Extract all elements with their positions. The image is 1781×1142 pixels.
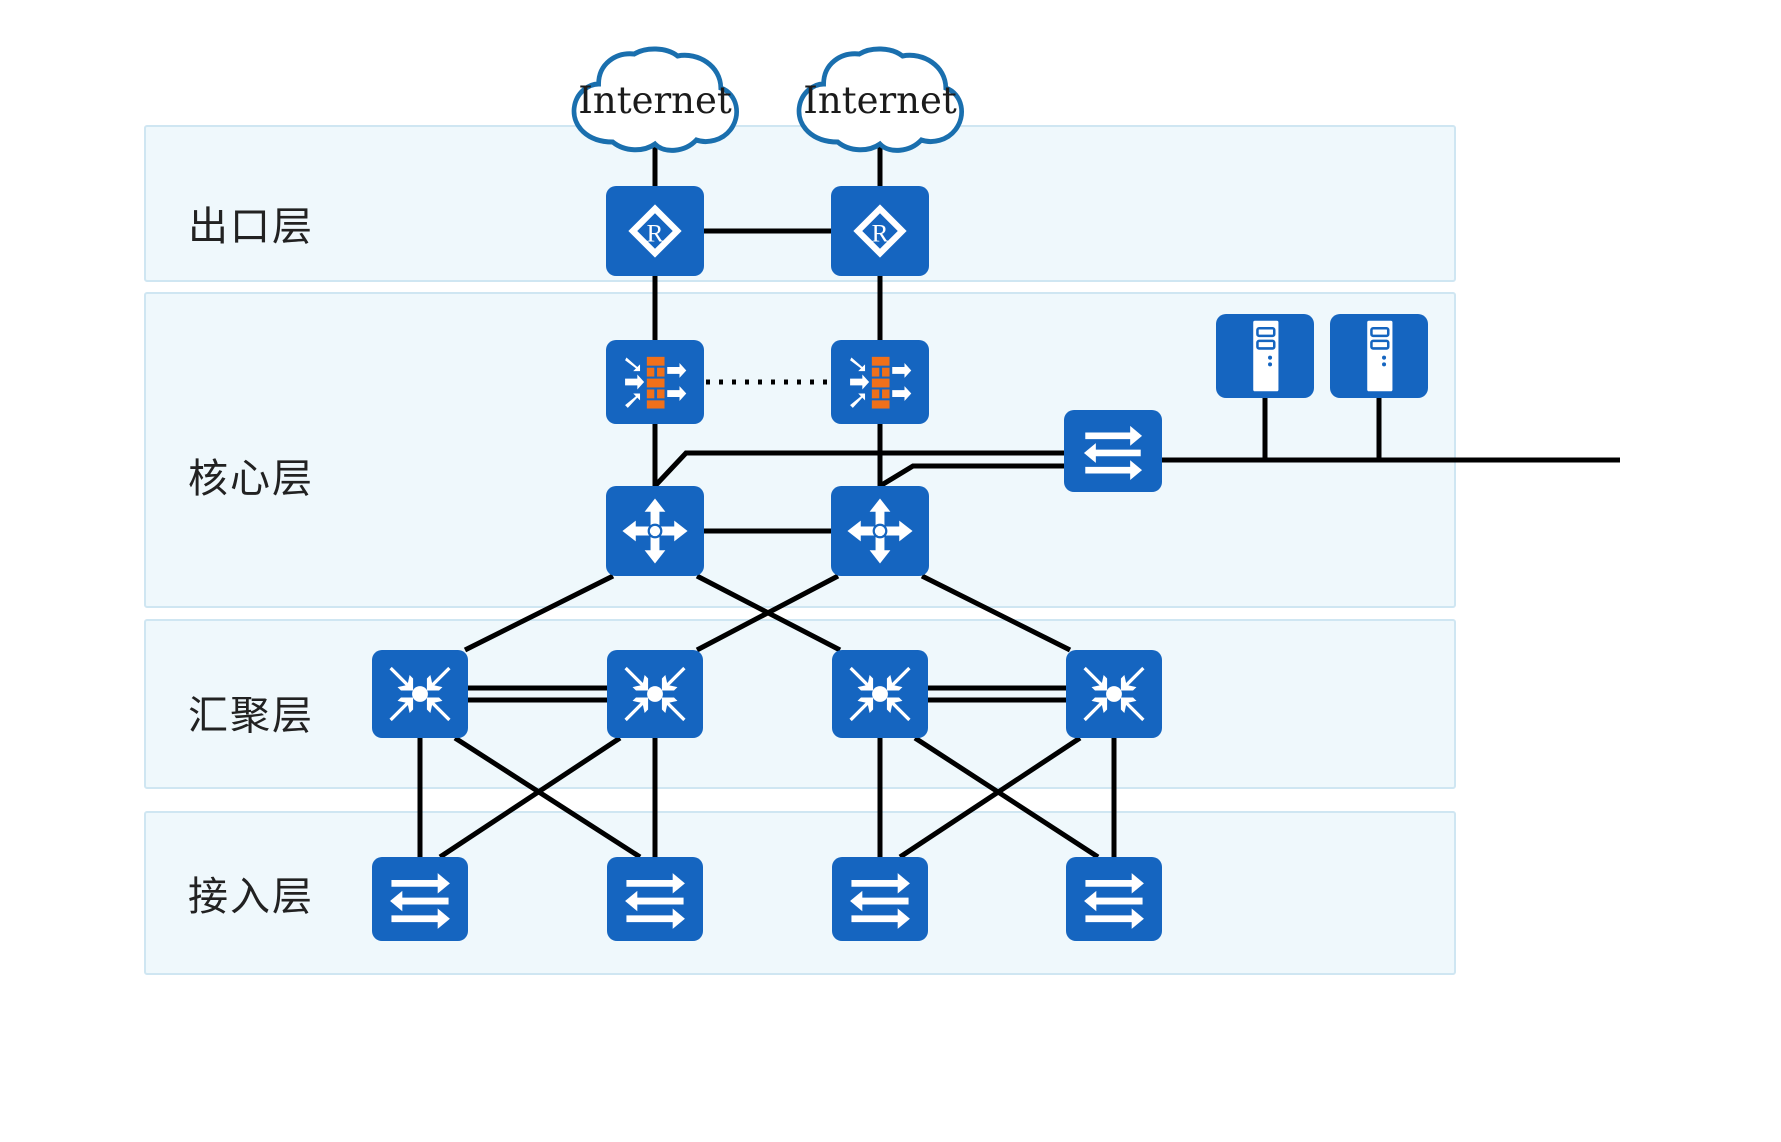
server-icon [1365, 319, 1394, 393]
device-router-2[interactable] [831, 186, 929, 276]
device-server-1[interactable] [1216, 314, 1314, 398]
device-firewall-2[interactable] [831, 340, 929, 424]
internet-cloud[interactable]: Internet [574, 49, 737, 150]
access-switch-icon [625, 873, 685, 929]
cloud-label: Internet [578, 79, 732, 122]
layer-band-aggregation [144, 619, 1456, 789]
device-agg-switch-1[interactable] [372, 650, 468, 738]
device-access-switch-2[interactable] [607, 857, 703, 941]
layer-label-egress: 出口层 [188, 204, 314, 250]
link-l-cs2-srvsw [878, 463, 1064, 489]
layer-label-access: 接入层 [188, 874, 314, 920]
link-l-cs1-srvsw [653, 450, 1064, 488]
cloud-label: Internet [803, 79, 957, 122]
link-l-agg4-acc3 [898, 735, 1082, 860]
layer-band-egress [144, 125, 1456, 282]
internet-clouds: Internet Internet [574, 49, 962, 150]
link-l-agg2-acc1 [438, 735, 622, 860]
link-lines [417, 146, 1620, 860]
device-core-switch-1[interactable] [606, 486, 704, 576]
link-l-cs2-agg4 [920, 573, 1072, 653]
device-access-switch-3[interactable] [832, 857, 928, 941]
access-switch-icon [1084, 873, 1144, 929]
device-agg-switch-3[interactable] [832, 650, 928, 738]
device-access-switch-4[interactable] [1066, 857, 1162, 941]
device-server-2[interactable] [1330, 314, 1428, 398]
access-switch-icon [1083, 425, 1143, 481]
layer-bands [144, 125, 1456, 975]
access-switch-icon [390, 873, 450, 929]
device-agg-switch-4[interactable] [1066, 650, 1162, 738]
device-nodes [372, 186, 1428, 941]
layer-label-core: 核心层 [188, 456, 314, 502]
link-l-cs1-agg1 [463, 573, 615, 653]
layer-band-access [144, 811, 1456, 975]
layer-band-core [144, 292, 1456, 608]
device-access-switch-1[interactable] [372, 857, 468, 941]
device-agg-switch-2[interactable] [607, 650, 703, 738]
device-router-1[interactable] [606, 186, 704, 276]
access-switch-icon [850, 873, 910, 929]
device-firewall-1[interactable] [606, 340, 704, 424]
link-l-cs2-agg2 [695, 573, 840, 653]
layer-label-aggregation: 汇聚层 [188, 693, 314, 739]
server-icon [1251, 319, 1280, 393]
device-core-switch-2[interactable] [831, 486, 929, 576]
link-l-agg3-acc4 [913, 735, 1100, 860]
internet-cloud[interactable]: Internet [799, 49, 962, 150]
device-server-switch[interactable] [1064, 410, 1162, 492]
link-l-agg1-acc2 [453, 735, 642, 860]
